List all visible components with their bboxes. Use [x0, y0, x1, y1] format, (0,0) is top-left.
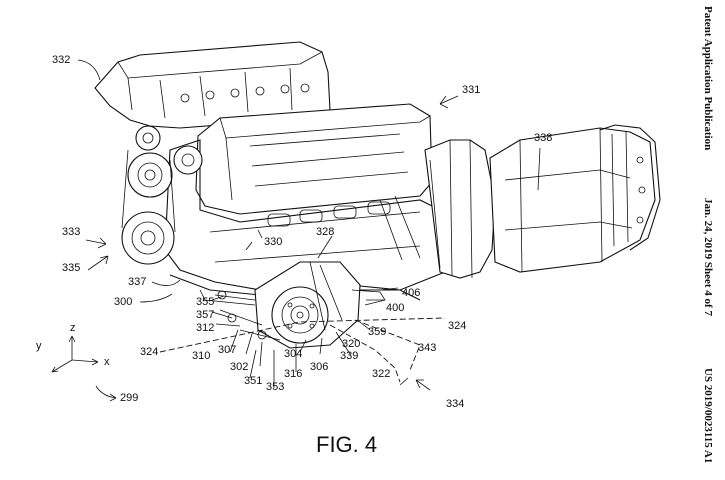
header-publication: Patent Application Publication: [702, 6, 714, 151]
leader-lines: [77, 59, 541, 391]
ref-359: 359: [368, 326, 387, 338]
ref-357: 357: [196, 309, 215, 321]
ref-330: 330: [264, 236, 283, 248]
ref-310: 310: [192, 350, 211, 362]
ref-324-right: 324: [448, 320, 467, 332]
ref-306: 306: [310, 361, 329, 373]
front-pulleys: [121, 125, 203, 265]
axis-label-z: z: [70, 322, 76, 334]
ref-331: 331: [462, 84, 481, 96]
dashed-axis-lines: [159, 317, 446, 383]
ref-300: 300: [114, 296, 133, 308]
ref-334: 334: [446, 398, 465, 410]
ref-355: 355: [196, 296, 215, 308]
header-date-sheet: Jan. 24, 2019 Sheet 4 of 7: [702, 198, 714, 316]
ref-333: 333: [62, 226, 81, 238]
valve-cover: [195, 103, 433, 215]
ref-316: 316: [284, 368, 303, 380]
ref-343: 343: [418, 342, 437, 354]
ref-337: 337: [128, 276, 147, 288]
ref-304: 304: [284, 348, 303, 360]
ref-328: 328: [316, 226, 335, 238]
figure-label: FIG. 4: [316, 432, 378, 457]
header-number: US 2019/0023115 A1: [702, 368, 714, 464]
patent-header: Patent Application Publication Jan. 24, …: [700, 6, 716, 474]
ref-406: 406: [402, 287, 421, 299]
ref-338: 338: [534, 132, 553, 144]
ref-332: 332: [52, 54, 71, 66]
transmission: [489, 124, 661, 273]
ref-322: 322: [372, 368, 391, 380]
ref-400: 400: [386, 302, 405, 314]
ref-335: 335: [62, 262, 81, 274]
ref-299: 299: [120, 392, 139, 404]
axis-label-x: x: [104, 356, 110, 368]
ref-307: 307: [218, 344, 237, 356]
ref-339: 339: [340, 350, 359, 362]
ref-351: 351: [244, 375, 263, 387]
ref-302: 302: [230, 361, 249, 373]
coordinate-axes: [51, 335, 117, 402]
ref-320: 320: [342, 338, 361, 350]
ref-353: 353: [266, 381, 285, 393]
bell-housing: [424, 139, 496, 279]
ref-312: 312: [196, 322, 215, 334]
axis-label-y: y: [36, 340, 42, 352]
ref-324-left: 324: [140, 346, 159, 358]
